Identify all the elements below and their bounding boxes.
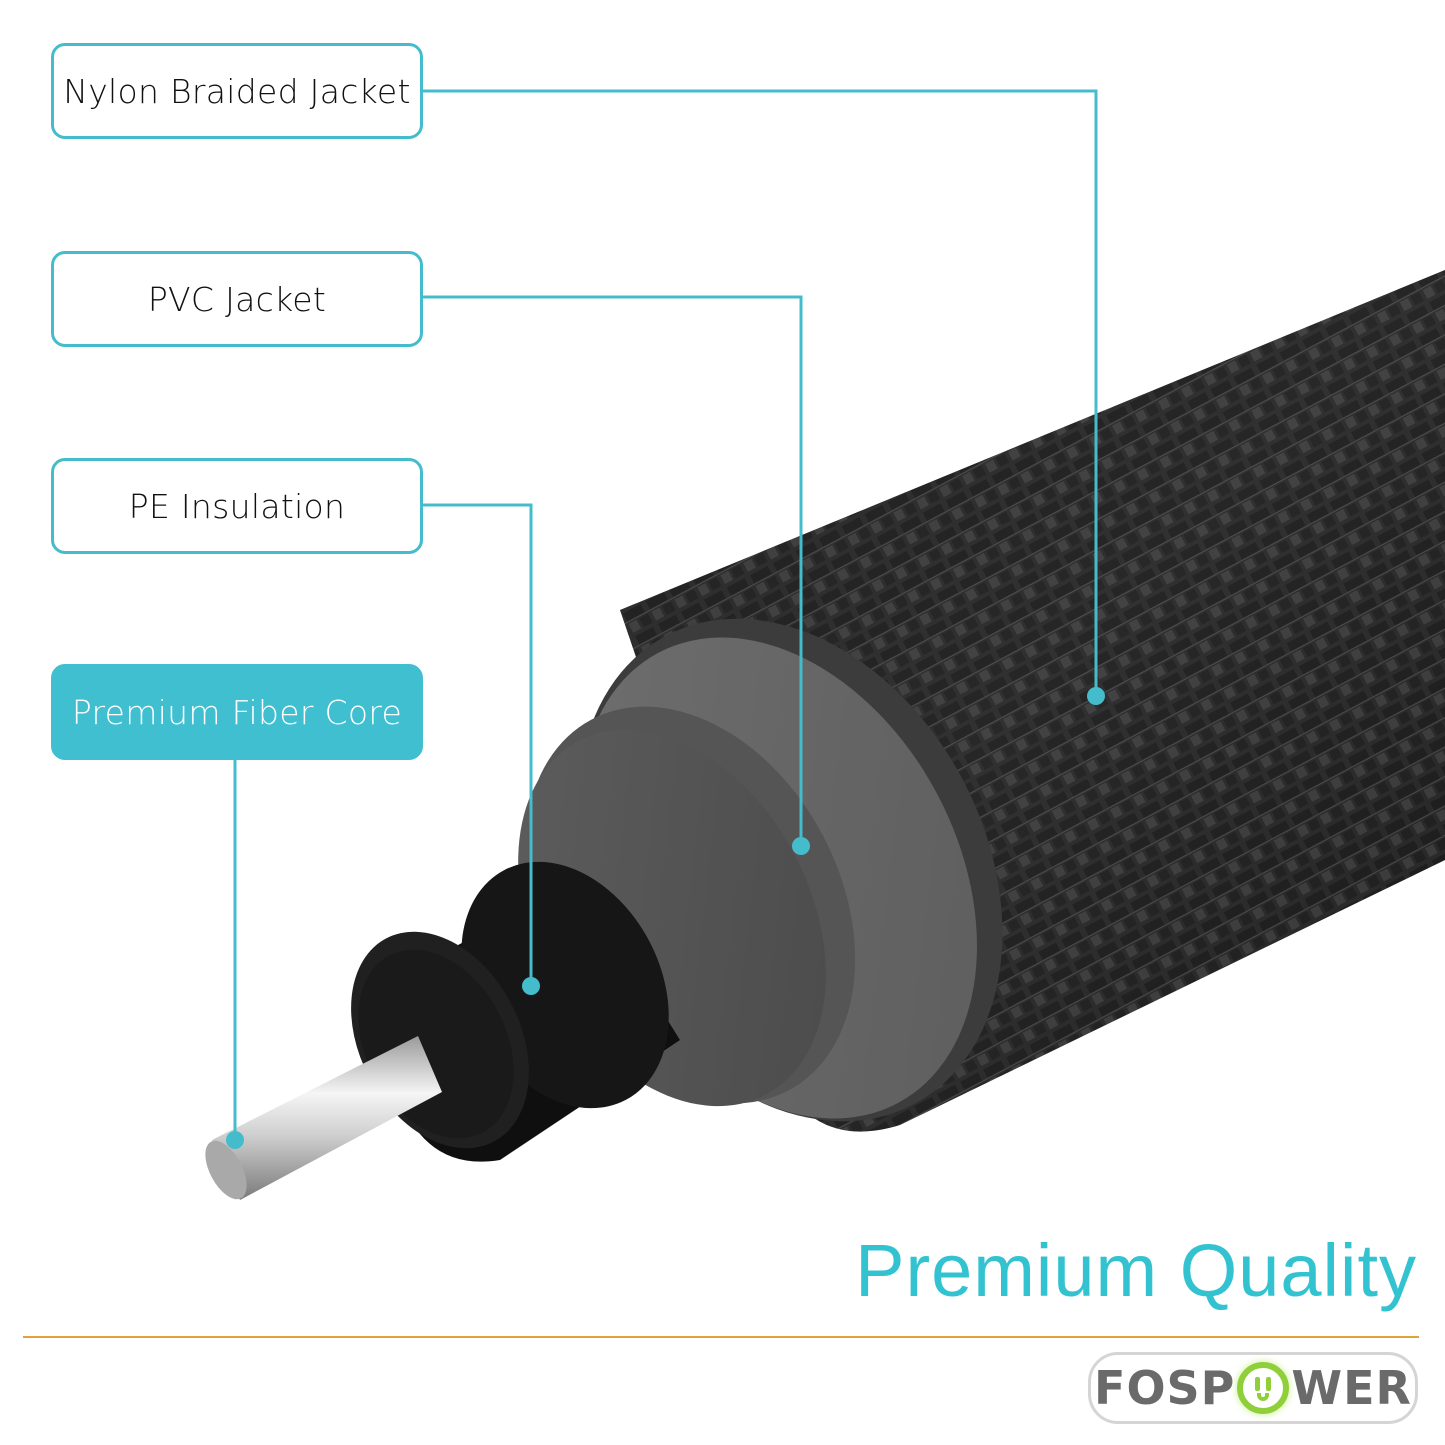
label-text: Premium Fiber Core: [71, 692, 403, 732]
callout-dot-pe: [522, 977, 540, 995]
brand-logo: FOSP WER: [1088, 1352, 1418, 1424]
fiber-core-shape: [205, 1036, 442, 1200]
callout-dot-nylon: [1087, 687, 1105, 705]
label-pe-insulation: PE Insulation: [51, 458, 423, 554]
brand-name-right: WER: [1291, 1361, 1412, 1415]
callout-dot-core: [226, 1131, 244, 1149]
label-text: Nylon Braided Jacket: [63, 71, 411, 111]
label-nylon-braided-jacket: Nylon Braided Jacket: [51, 43, 423, 139]
label-text: PE Insulation: [128, 486, 346, 526]
label-text: PVC Jacket: [147, 279, 327, 319]
callout-line-pe: [423, 503, 533, 986]
callout-lines: [233, 89, 1098, 1140]
label-premium-fiber-core: Premium Fiber Core: [51, 664, 423, 760]
callout-line-nylon: [423, 89, 1098, 696]
brand-name-left: FOSP: [1094, 1361, 1236, 1415]
power-outlet-icon: [1237, 1362, 1290, 1414]
label-pvc-jacket: PVC Jacket: [51, 251, 423, 347]
callout-line-pvc: [423, 295, 803, 846]
callout-dot-pvc: [792, 837, 810, 855]
tagline: Premium Quality: [855, 1229, 1417, 1312]
divider: [23, 1336, 1419, 1338]
callout-dots: [226, 687, 1105, 1149]
